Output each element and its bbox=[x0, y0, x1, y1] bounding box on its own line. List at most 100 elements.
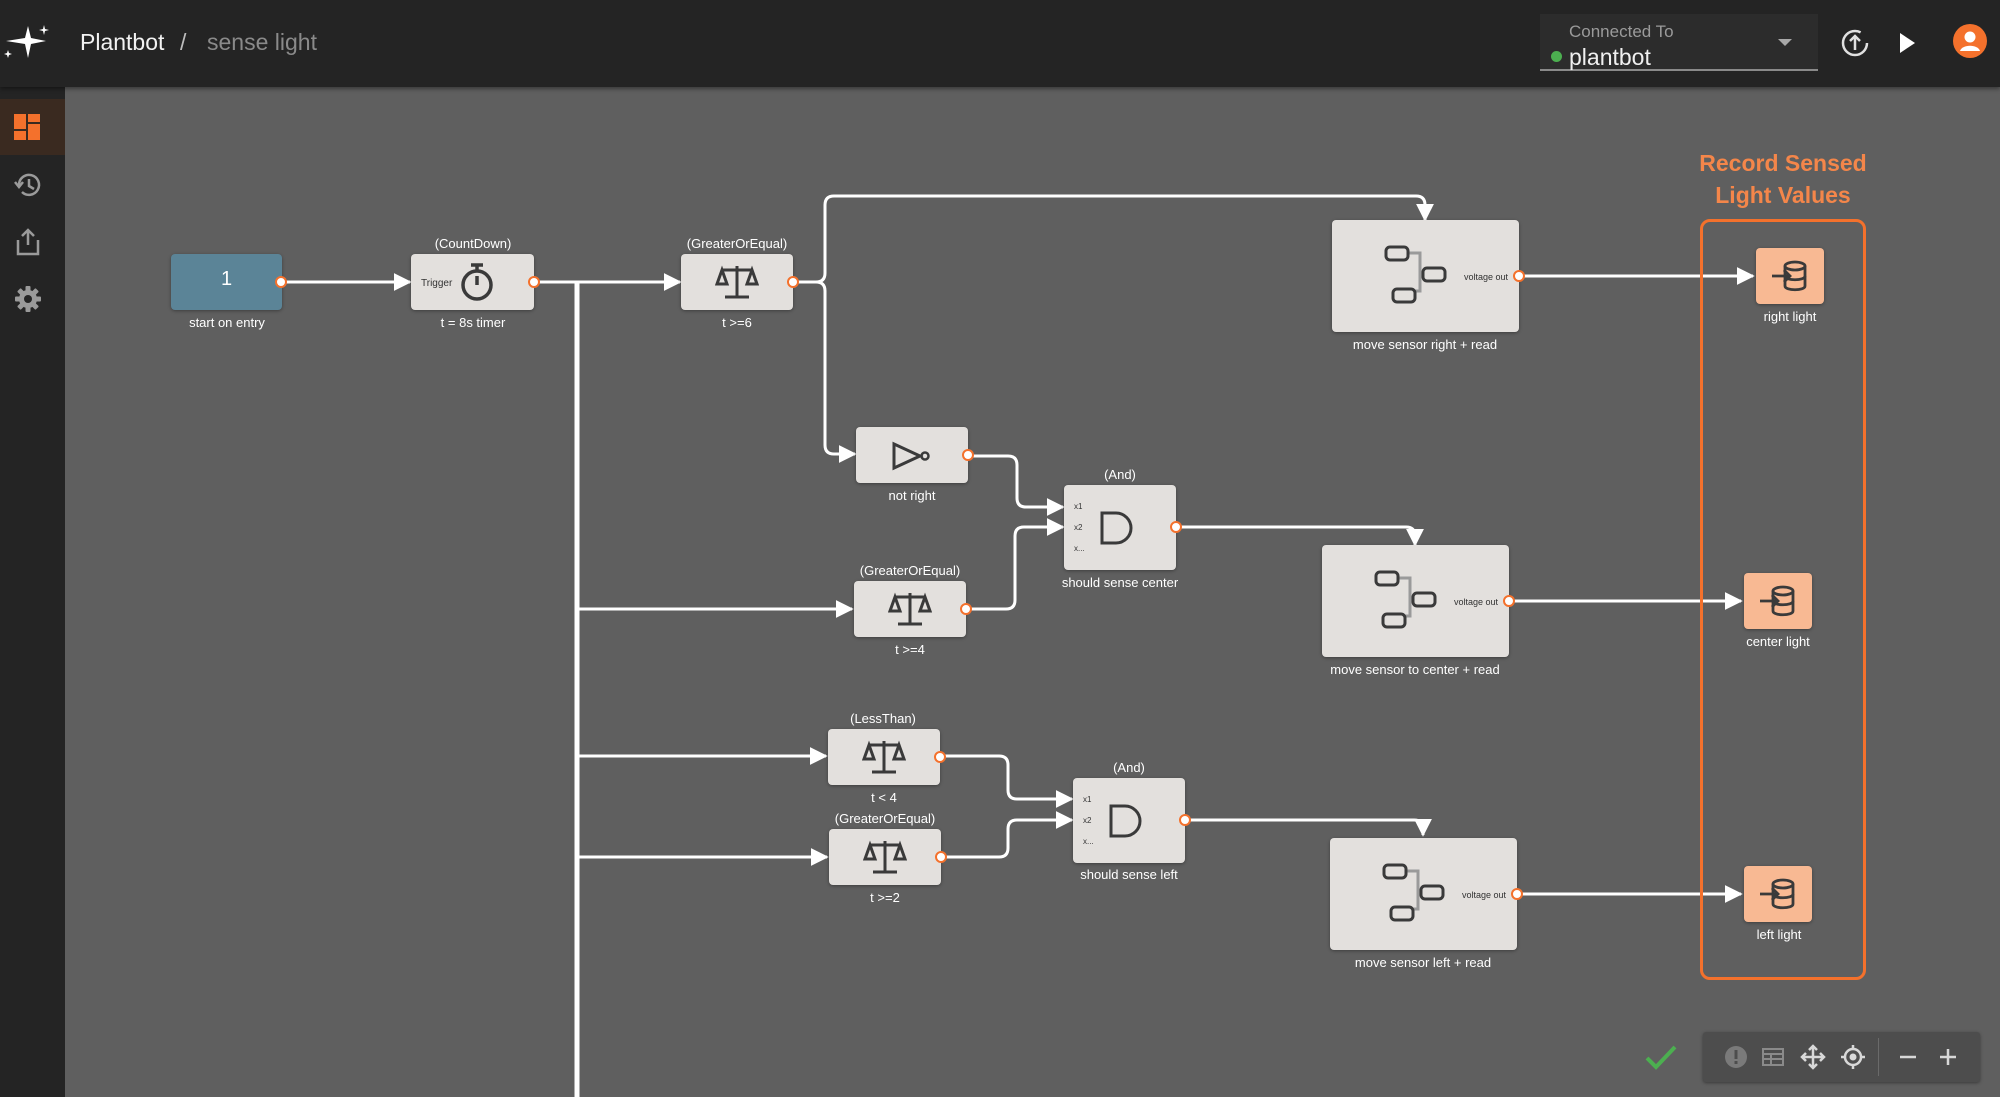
toolbar-divider bbox=[1878, 1038, 1879, 1076]
lt4-output-port[interactable] bbox=[934, 751, 946, 763]
node-not-right[interactable] bbox=[856, 427, 974, 483]
breadcrumb-separator: / bbox=[180, 29, 187, 55]
top-bar: Plantbot / sense light Connected To plan… bbox=[0, 0, 2000, 87]
scale-icon bbox=[715, 265, 759, 299]
node-ge4[interactable] bbox=[854, 581, 972, 637]
start-output-port[interactable] bbox=[275, 276, 287, 288]
move-center-caption: move sensor to center + read bbox=[1330, 662, 1500, 677]
move-right-output-port[interactable] bbox=[1513, 270, 1525, 282]
node-and-center[interactable]: x1 x2 x... bbox=[1064, 485, 1182, 570]
ge4-output-port[interactable] bbox=[960, 603, 972, 615]
node-move-right[interactable]: voltage out bbox=[1332, 220, 1525, 332]
sidebar-item-history[interactable] bbox=[0, 156, 65, 212]
database-record-icon bbox=[1760, 585, 1795, 617]
record-center-caption: center light bbox=[1746, 634, 1810, 649]
subflow-icon bbox=[1384, 245, 1447, 304]
not-right-caption: not right bbox=[888, 488, 936, 503]
and-gate-icon bbox=[1109, 804, 1142, 838]
connection-value: plantbot bbox=[1569, 44, 1651, 70]
move-left-output-label: voltage out bbox=[1462, 890, 1507, 900]
subflow-icon bbox=[1374, 570, 1437, 629]
database-record-icon bbox=[1772, 260, 1807, 292]
not-right-output-port[interactable] bbox=[962, 449, 974, 461]
and-left-input-x2: x2 bbox=[1083, 816, 1092, 825]
and-center-input-x1: x1 bbox=[1074, 502, 1083, 511]
group-title: Record Sensed Light Values bbox=[1668, 147, 1898, 211]
ge2-type: (GreaterOrEqual) bbox=[834, 811, 936, 826]
lt4-type: (LessThan) bbox=[850, 711, 916, 726]
scale-icon bbox=[863, 840, 907, 874]
check-icon bbox=[1645, 1045, 1677, 1070]
zoom-out-icon[interactable] bbox=[1895, 1044, 1921, 1070]
share-icon bbox=[16, 228, 40, 256]
database-record-icon bbox=[1760, 878, 1795, 910]
node-and-left[interactable]: x1 x2 x... bbox=[1073, 778, 1191, 863]
avatar-icon[interactable] bbox=[1953, 24, 1987, 58]
move-right-output-label: voltage out bbox=[1464, 272, 1509, 282]
breadcrumb-flow: sense light bbox=[207, 29, 317, 55]
ge2-caption: t >=2 bbox=[870, 890, 900, 905]
node-record-left[interactable] bbox=[1744, 866, 1812, 922]
node-start[interactable]: 1 bbox=[171, 254, 287, 310]
and-left-input-xn: x... bbox=[1083, 837, 1094, 846]
ge6-output-port[interactable] bbox=[787, 276, 799, 288]
record-right-caption: right light bbox=[1763, 309, 1817, 324]
timer-trigger-label: Trigger bbox=[421, 278, 453, 289]
breadcrumb-project[interactable]: Plantbot bbox=[80, 29, 165, 55]
node-record-right[interactable] bbox=[1756, 248, 1824, 304]
scale-icon bbox=[888, 592, 932, 626]
and-gate-icon bbox=[1100, 511, 1133, 545]
move-left-caption: move sensor left + read bbox=[1354, 955, 1492, 970]
warning-icon[interactable] bbox=[1723, 1044, 1749, 1070]
node-record-center[interactable] bbox=[1744, 573, 1812, 629]
not-gate-icon bbox=[892, 441, 930, 471]
sidebar bbox=[0, 87, 65, 1097]
connection-label: Connected To bbox=[1569, 22, 1674, 41]
table-icon[interactable] bbox=[1760, 1044, 1786, 1070]
and-center-output-port[interactable] bbox=[1170, 521, 1182, 533]
dashboard-icon bbox=[14, 114, 40, 140]
connection-status-dot bbox=[1551, 51, 1562, 62]
record-left-caption: left light bbox=[1756, 927, 1802, 942]
group-title-line1: Record Sensed bbox=[1699, 150, 1867, 176]
ge4-type: (GreaterOrEqual) bbox=[859, 563, 961, 578]
sidebar-item-share[interactable] bbox=[0, 213, 65, 269]
sparkles-logo-icon[interactable] bbox=[0, 22, 52, 62]
scale-icon bbox=[862, 740, 906, 774]
node-timer[interactable]: Trigger bbox=[411, 254, 540, 310]
sidebar-item-settings[interactable] bbox=[0, 270, 65, 326]
ge2-output-port[interactable] bbox=[935, 851, 947, 863]
node-lt4[interactable] bbox=[828, 729, 946, 785]
timer-caption: t = 8s timer bbox=[440, 315, 506, 330]
center-icon[interactable] bbox=[1840, 1044, 1866, 1070]
ge6-caption: t >=6 bbox=[722, 315, 752, 330]
node-move-center[interactable]: voltage out bbox=[1322, 545, 1515, 657]
connection-select[interactable]: Connected To plantbot bbox=[1540, 14, 1818, 71]
lt4-caption: t < 4 bbox=[871, 790, 897, 805]
move-left-output-port[interactable] bbox=[1511, 888, 1523, 900]
ge6-type: (GreaterOrEqual) bbox=[686, 236, 788, 251]
deploy-icon[interactable] bbox=[1835, 23, 1875, 63]
canvas-toolbar bbox=[1703, 1032, 1980, 1082]
subflow-icon bbox=[1382, 863, 1445, 922]
node-ge2[interactable] bbox=[829, 829, 947, 885]
record-group[interactable] bbox=[1700, 219, 1866, 980]
and-left-output-port[interactable] bbox=[1179, 814, 1191, 826]
move-center-output-port[interactable] bbox=[1503, 595, 1515, 607]
chevron-down-icon bbox=[1778, 39, 1792, 46]
play-icon[interactable] bbox=[1886, 23, 1926, 63]
zoom-in-icon[interactable] bbox=[1935, 1044, 1961, 1070]
node-ge6[interactable] bbox=[681, 254, 799, 310]
and-center-caption: should sense center bbox=[1061, 575, 1179, 590]
pan-icon[interactable] bbox=[1800, 1044, 1826, 1070]
timer-type: (CountDown) bbox=[434, 236, 512, 251]
move-center-output-label: voltage out bbox=[1454, 597, 1499, 607]
sidebar-item-dashboard[interactable] bbox=[0, 99, 65, 155]
and-left-input-x1: x1 bbox=[1083, 795, 1092, 804]
timer-output-port[interactable] bbox=[528, 276, 540, 288]
stopwatch-icon bbox=[461, 263, 493, 301]
node-move-left[interactable]: voltage out bbox=[1330, 838, 1523, 950]
ge4-caption: t >=4 bbox=[895, 642, 925, 657]
and-center-input-x2: x2 bbox=[1074, 523, 1083, 532]
